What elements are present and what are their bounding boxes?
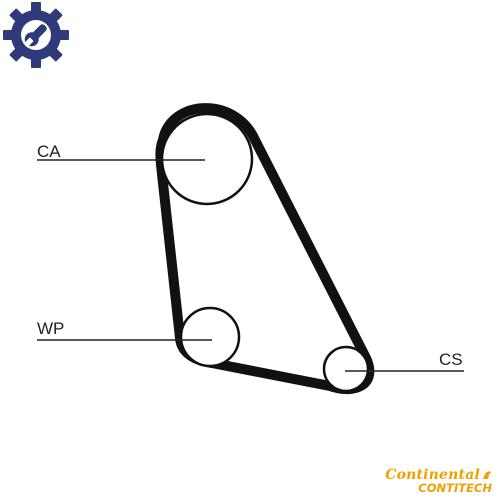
camshaft-pulley — [160, 112, 254, 206]
water-pump-pulley — [179, 306, 241, 368]
crankshaft-pulley — [322, 345, 370, 393]
gear-wrench-icon — [3, 2, 69, 68]
brand-logo: Continental CONTITECH — [385, 468, 492, 495]
contitech-wordmark: CONTITECH — [418, 480, 492, 495]
wp-label: WP — [37, 319, 64, 338]
ca-label: CA — [37, 142, 61, 161]
continental-wordmark: Continental — [385, 468, 492, 482]
horse-icon — [483, 470, 491, 479]
cs-label: CS — [439, 350, 463, 369]
